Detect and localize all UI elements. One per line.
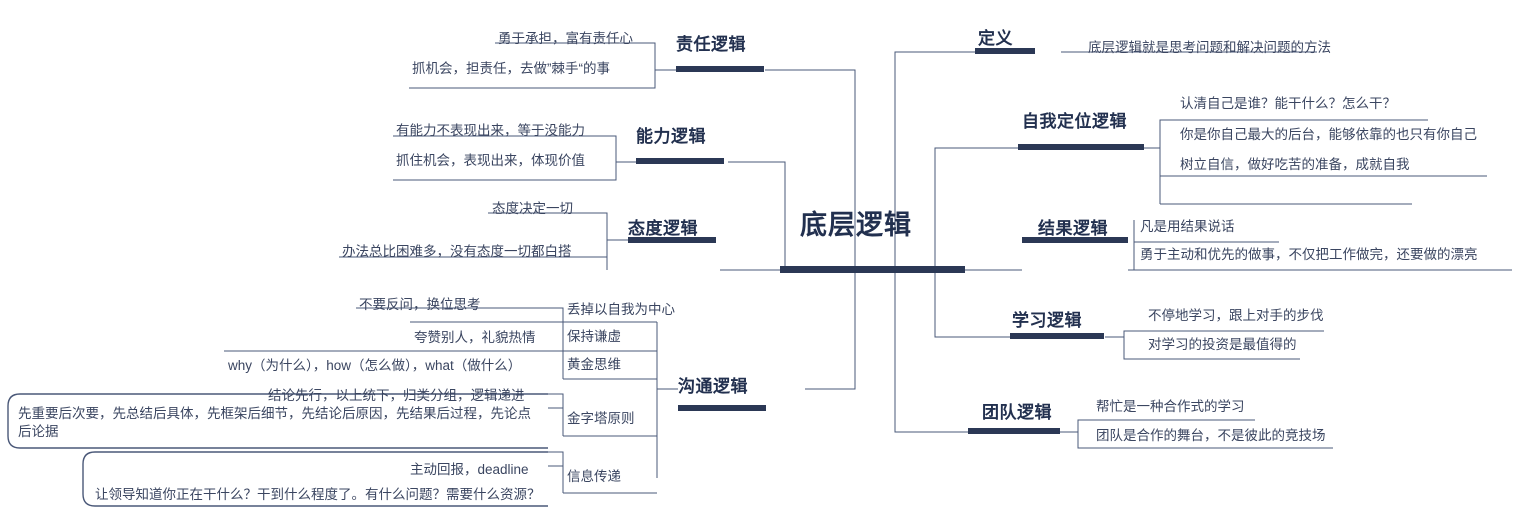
- sub-label-diudiao[interactable]: 丢掉以自我为中心: [567, 302, 675, 317]
- branch-bar-jieguo: [1022, 237, 1128, 243]
- leaf-nengli-1[interactable]: 有能力不表现出来，等于没能力: [396, 123, 585, 138]
- branch-bar-tuandui: [968, 428, 1060, 434]
- root-accent-bar: [780, 266, 965, 273]
- leaf-dingyi-1[interactable]: 底层逻辑就是思考问题和解决问题的方法: [1088, 40, 1331, 55]
- leaf-diudiao-1[interactable]: 不要反问，换位思考: [359, 297, 481, 312]
- branch-bar-ziwo: [1018, 144, 1144, 150]
- sub-label-huangjin[interactable]: 黄金思维: [567, 357, 621, 372]
- leaf-ziwo-3[interactable]: 树立自信，做好吃苦的准备，成就自我: [1180, 157, 1410, 172]
- branch-bar-zeren: [676, 66, 764, 72]
- leaf-jinzita-1[interactable]: 结论先行，以上统下，归类分组，逻辑递进: [268, 388, 525, 403]
- leaf-jinzita-2[interactable]: 先重要后次要，先总结后具体，先框架后细节，先结论后原因，先结果后过程，先论点后论…: [18, 406, 531, 440]
- branch-label-nengli[interactable]: 能力逻辑: [636, 127, 706, 146]
- leaf-taidu-1[interactable]: 态度决定一切: [492, 201, 573, 216]
- sub-label-xinxi[interactable]: 信息传递: [567, 469, 621, 484]
- leaf-ziwo-1[interactable]: 认清自己是谁？能干什么？怎么干？: [1180, 96, 1396, 111]
- leaf-xinxi-2[interactable]: 让领导知道你正在干什么？干到什么程度了。有什么问题？需要什么资源？: [95, 487, 541, 502]
- leaf-jieguo-1[interactable]: 凡是用结果说话: [1140, 219, 1235, 234]
- branch-label-zeren[interactable]: 责任逻辑: [676, 35, 746, 54]
- root-node-label[interactable]: 底层逻辑: [800, 210, 912, 240]
- leaf-nengli-2[interactable]: 抓住机会，表现出来，体现价值: [396, 153, 585, 168]
- leaf-huangjin-1[interactable]: why（为什么），how（怎么做），what（做什么）: [228, 358, 522, 373]
- branch-bar-taidu: [628, 237, 716, 243]
- leaf-xuexi-1[interactable]: 不停地学习，跟上对手的步伐: [1148, 308, 1324, 323]
- leaf-zeren-1[interactable]: 勇于承担，富有责任心: [498, 31, 633, 46]
- leaf-tuandui-2[interactable]: 团队是合作的舞台，不是彼此的竞技场: [1096, 428, 1326, 443]
- branch-label-xuexi[interactable]: 学习逻辑: [1012, 311, 1082, 330]
- leaf-baochi-1[interactable]: 夸赞别人，礼貌热情: [414, 330, 536, 345]
- leaf-zeren-2[interactable]: 抓机会，担责任，去做”棘手“的事: [412, 61, 610, 76]
- branch-label-dingyi[interactable]: 定义: [978, 29, 1013, 48]
- branch-bar-nengli: [636, 158, 724, 164]
- branch-label-taidu[interactable]: 态度逻辑: [628, 219, 698, 238]
- leaf-tuandui-1[interactable]: 帮忙是一种合作式的学习: [1096, 399, 1245, 414]
- leaf-taidu-2[interactable]: 办法总比困难多，没有态度一切都白搭: [342, 244, 572, 259]
- branch-label-jieguo[interactable]: 结果逻辑: [1038, 219, 1108, 238]
- leaf-xuexi-2[interactable]: 对学习的投资是最值得的: [1148, 337, 1297, 352]
- sub-label-baochi[interactable]: 保持谦虚: [567, 329, 621, 344]
- sub-label-jinzita[interactable]: 金字塔原则: [567, 411, 635, 426]
- branch-label-goutong[interactable]: 沟通逻辑: [678, 377, 748, 396]
- branch-label-tuandui[interactable]: 团队逻辑: [982, 403, 1052, 422]
- leaf-xinxi-1[interactable]: 主动回报，deadline: [410, 462, 529, 477]
- branch-bar-goutong: [678, 405, 766, 411]
- leaf-ziwo-2[interactable]: 你是你自己最大的后台，能够依靠的也只有你自己: [1180, 127, 1477, 142]
- leaf-jieguo-2[interactable]: 勇于主动和优先的做事，不仅把工作做完，还要做的漂亮: [1140, 247, 1478, 262]
- branch-bar-dingyi: [975, 48, 1035, 54]
- branch-bar-xuexi: [1010, 333, 1104, 339]
- branch-label-ziwo[interactable]: 自我定位逻辑: [1022, 112, 1127, 131]
